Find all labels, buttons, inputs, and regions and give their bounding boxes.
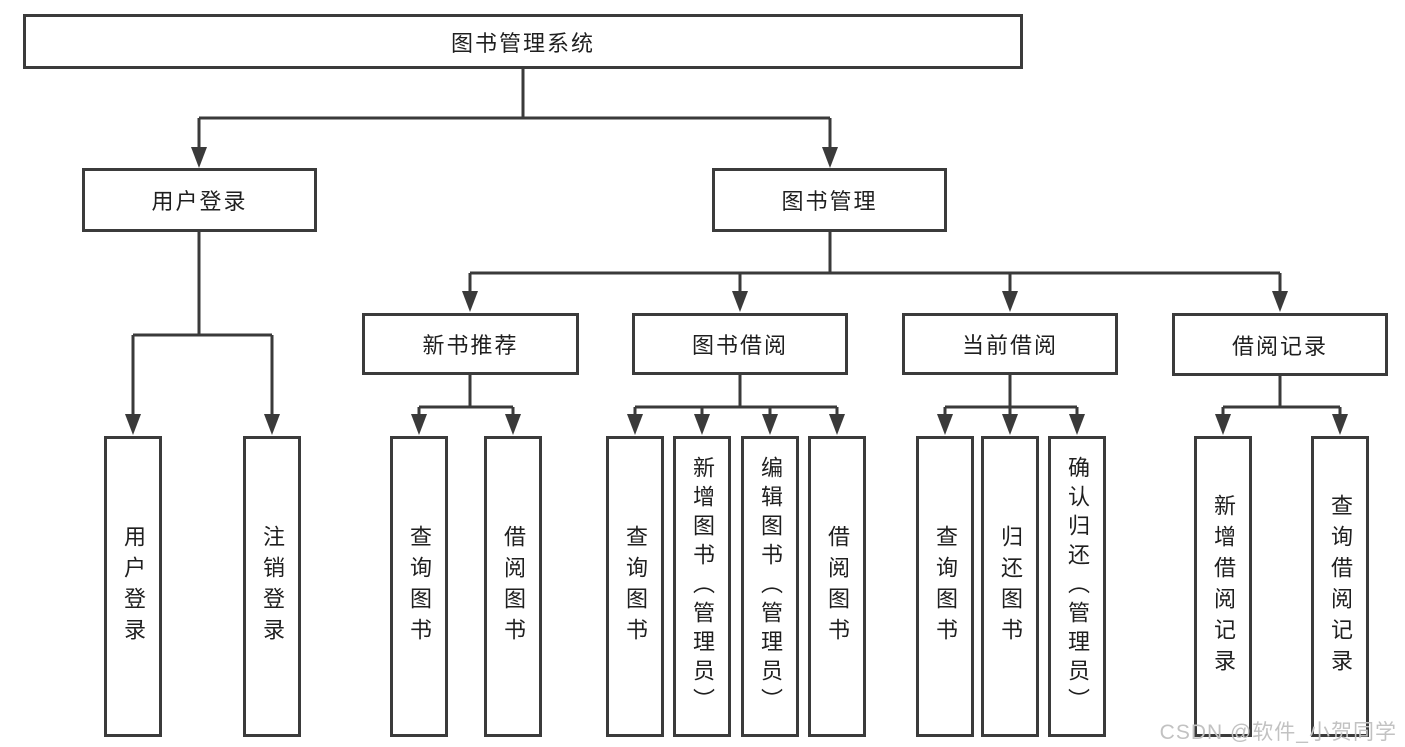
node-borrow-records: 借阅记录 <box>1172 313 1388 376</box>
leaf-logout: 注销登录 <box>243 436 301 737</box>
node-new-book-recommend: 新书推荐 <box>362 313 579 375</box>
node-book-borrow: 图书借阅 <box>632 313 848 375</box>
leaf-borrow-edit-books-admin: 编辑图书（管理员） <box>741 436 799 737</box>
leaf-recommend-query-books: 查询图书 <box>390 436 448 737</box>
leaf-recommend-borrow-books: 借阅图书 <box>484 436 542 737</box>
leaf-current-confirm-return-admin: 确认归还（管理员） <box>1048 436 1106 737</box>
leaf-borrow-query-books: 查询图书 <box>606 436 664 737</box>
node-user-login: 用户登录 <box>82 168 317 232</box>
node-book-mgmt: 图书管理 <box>712 168 947 232</box>
leaf-borrow-add-books-admin: 新增图书（管理员） <box>673 436 731 737</box>
node-current-borrow: 当前借阅 <box>902 313 1118 375</box>
leaf-borrow-borrow-books: 借阅图书 <box>808 436 866 737</box>
leaf-current-query-books: 查询图书 <box>916 436 974 737</box>
leaf-user-login: 用户登录 <box>104 436 162 737</box>
leaf-current-return-books: 归还图书 <box>981 436 1039 737</box>
node-root: 图书管理系统 <box>23 14 1023 69</box>
leaf-records-add-record: 新增借阅记录 <box>1194 436 1252 737</box>
csdn-watermark: CSDN @软件_小贺同学 <box>1159 721 1397 744</box>
leaf-records-query-record: 查询借阅记录 <box>1311 436 1369 737</box>
